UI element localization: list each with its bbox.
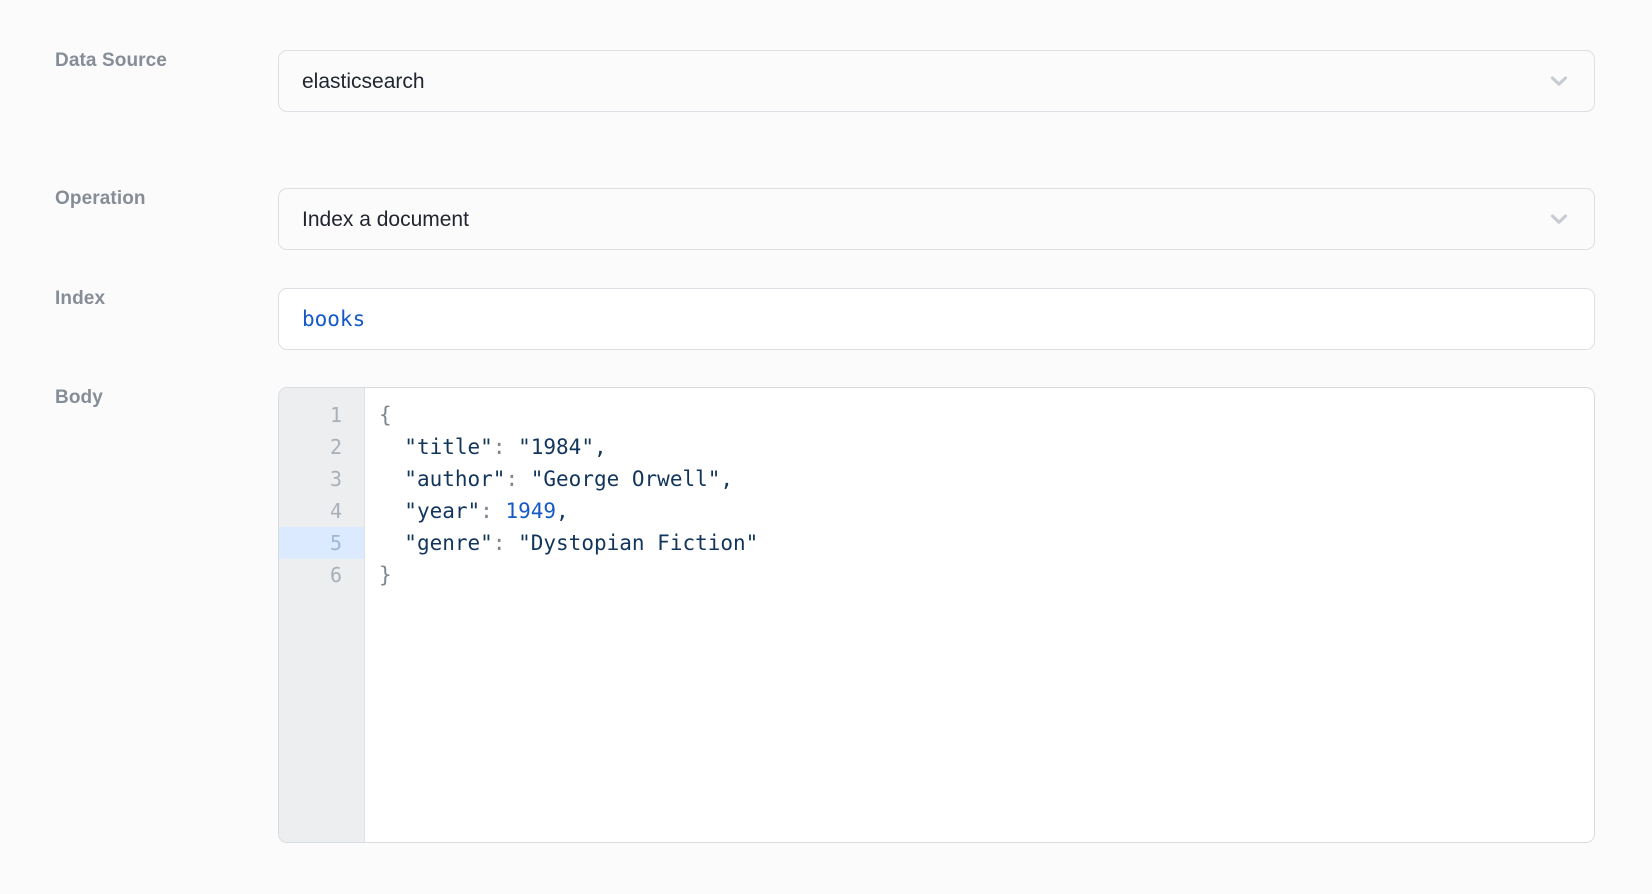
index-input-value: books xyxy=(302,309,365,330)
operation-selected-value: Index a document xyxy=(302,209,469,230)
body-label-column: Body xyxy=(0,387,278,409)
code-line: "author": "George Orwell", xyxy=(379,463,1594,495)
code-line: { xyxy=(379,399,1594,431)
gutter-line-number: 4 xyxy=(279,495,364,527)
body-field-column: 123456 { "title": "1984", "author": "Geo… xyxy=(278,387,1652,843)
operation-select[interactable]: Index a document xyxy=(278,188,1595,250)
chevron-down-icon[interactable] xyxy=(1546,206,1572,232)
gutter-line-number: 6 xyxy=(279,559,364,591)
gutter-line-number: 2 xyxy=(279,431,364,463)
code-token-punct: } xyxy=(379,563,392,587)
code-line: } xyxy=(379,559,1594,591)
index-field-column: books xyxy=(278,288,1652,350)
code-token-key: "title" xyxy=(404,435,493,459)
field-row-data-source: Data Source elasticsearch xyxy=(0,50,1652,112)
code-token-punct: : xyxy=(493,531,518,555)
editor-code-area[interactable]: { "title": "1984", "author": "George Orw… xyxy=(365,388,1594,842)
gutter-line-number: 1 xyxy=(279,399,364,431)
data-source-field-column: elasticsearch xyxy=(278,50,1652,112)
code-token-punct: { xyxy=(379,403,392,427)
code-line: "title": "1984", xyxy=(379,431,1594,463)
code-line: "year": 1949, xyxy=(379,495,1594,527)
index-label: Index xyxy=(55,288,278,310)
field-row-body: Body 123456 { "title": "1984", "author":… xyxy=(0,387,1652,843)
operation-field-column: Index a document xyxy=(278,188,1652,250)
code-token-comma: , xyxy=(720,467,733,491)
field-row-operation: Operation Index a document xyxy=(0,188,1652,250)
code-token-punct: : xyxy=(493,435,518,459)
data-source-select[interactable]: elasticsearch xyxy=(278,50,1595,112)
gutter-line-number: 5 xyxy=(279,527,364,559)
code-token-punct: : xyxy=(505,467,530,491)
operation-label-column: Operation xyxy=(0,188,278,210)
body-code-editor[interactable]: 123456 { "title": "1984", "author": "Geo… xyxy=(278,387,1595,843)
data-source-label-column: Data Source xyxy=(0,50,278,72)
index-label-column: Index xyxy=(0,288,278,310)
code-token-comma: , xyxy=(556,499,569,523)
editor-gutter: 123456 xyxy=(279,388,365,842)
code-token-string: "George Orwell" xyxy=(531,467,721,491)
chevron-down-icon[interactable] xyxy=(1546,68,1572,94)
gutter-line-number: 3 xyxy=(279,463,364,495)
code-token-number: 1949 xyxy=(505,499,556,523)
data-source-selected-value: elasticsearch xyxy=(302,71,425,92)
code-line: "genre": "Dystopian Fiction" xyxy=(379,527,1594,559)
code-token-string: "Dystopian Fiction" xyxy=(518,531,758,555)
code-token-punct: : xyxy=(480,499,505,523)
code-token-key: "author" xyxy=(404,467,505,491)
body-label: Body xyxy=(55,387,278,409)
code-token-key: "year" xyxy=(404,499,480,523)
data-source-label: Data Source xyxy=(55,50,278,72)
operation-label: Operation xyxy=(55,188,278,210)
code-token-comma: , xyxy=(594,435,607,459)
field-row-index: Index books xyxy=(0,288,1652,350)
index-input[interactable]: books xyxy=(278,288,1595,350)
code-token-string: "1984" xyxy=(518,435,594,459)
code-token-key: "genre" xyxy=(404,531,493,555)
